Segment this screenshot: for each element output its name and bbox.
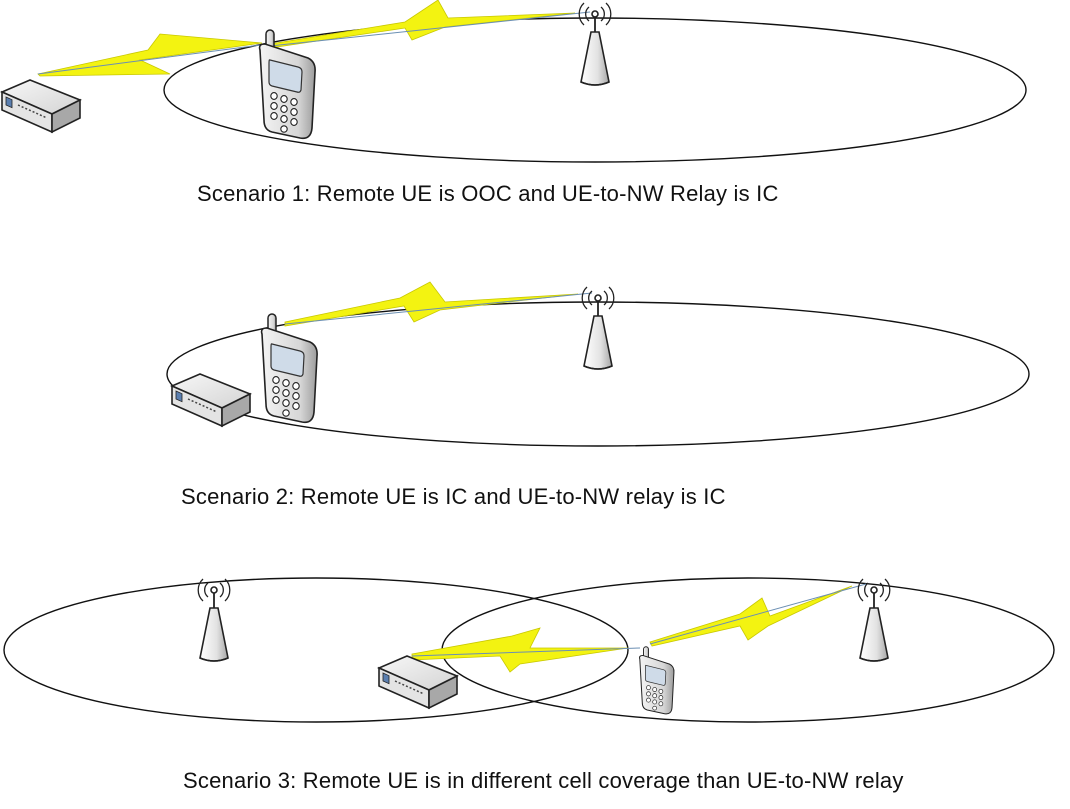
scenario-3-diagram xyxy=(3,577,1055,723)
mobile-phone-icon xyxy=(639,646,675,715)
base-station-icon xyxy=(857,578,891,662)
base-station-icon xyxy=(578,2,612,86)
scenario-1-diagram xyxy=(1,0,1027,163)
mobile-phone-icon xyxy=(258,29,316,140)
remote-device-icon xyxy=(1,79,81,133)
scenario-3-caption: Scenario 3: Remote UE is in different ce… xyxy=(183,768,904,793)
lightning-link-icon xyxy=(37,33,263,77)
lightning-link-icon xyxy=(411,627,629,673)
base-station-icon xyxy=(197,578,231,662)
remote-device-icon xyxy=(378,655,458,709)
base-station-icon xyxy=(581,286,615,370)
mobile-phone-icon xyxy=(260,313,318,424)
scenario-1-caption: Scenario 1: Remote UE is OOC and UE-to-N… xyxy=(197,181,779,206)
scenario-2-caption: Scenario 2: Remote UE is IC and UE-to-NW… xyxy=(181,484,726,509)
cell-coverage-ellipse-left xyxy=(3,577,629,723)
scenario-2-diagram xyxy=(166,281,1030,447)
remote-device-icon xyxy=(171,373,251,427)
lightning-link-icon xyxy=(284,281,579,327)
